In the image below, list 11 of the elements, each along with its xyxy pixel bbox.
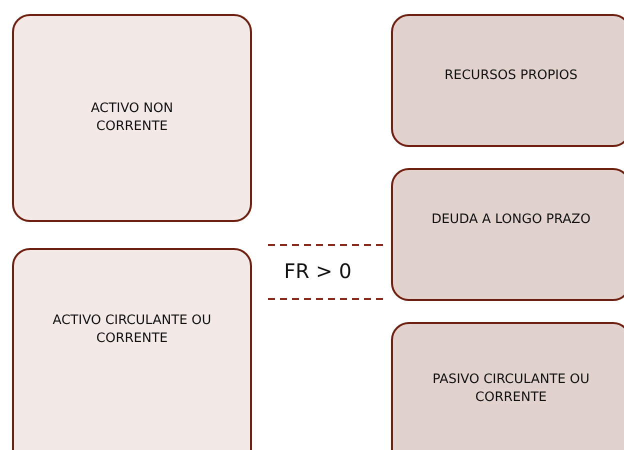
box-label: ACTIVO CIRCULANTE OU CORRENTE — [52, 312, 212, 348]
box-label: DEUDA A LONGO PRAZO — [431, 210, 591, 228]
box-label: ACTIVO NON CORRENTE — [90, 100, 174, 136]
account-box — [391, 14, 624, 147]
account-box — [12, 248, 252, 450]
account-box — [12, 14, 252, 222]
condition-label: FR > 0 — [284, 259, 352, 283]
account-box — [391, 168, 624, 301]
account-box — [391, 322, 624, 450]
box-label: PASIVO CIRCULANTE OU CORRENTE — [431, 371, 591, 407]
box-label: RECURSOS PROPIOS — [444, 66, 578, 84]
